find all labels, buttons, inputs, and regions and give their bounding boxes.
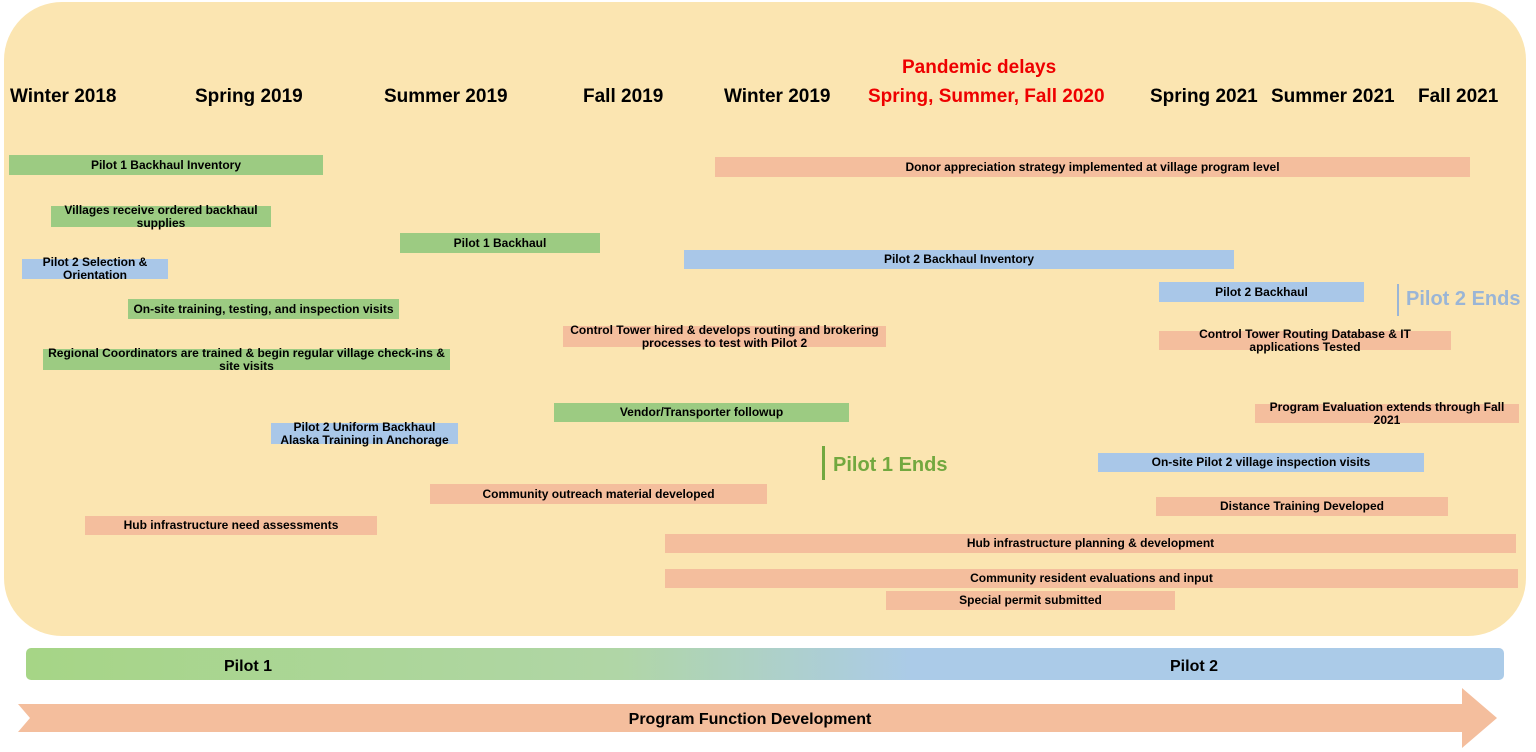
bar-community-outreach: Community outreach material developed — [430, 484, 767, 504]
bar-pilot2-selection: Pilot 2 Selection & Orientation — [22, 256, 168, 282]
bar-villages-receive-supplies: Villages receive ordered backhaul suppli… — [51, 203, 271, 229]
pilot2-ends-label: Pilot 2 Ends — [1406, 288, 1521, 310]
pilot1-ends-marker — [822, 446, 825, 480]
bar-pilot2-uniform-training: Pilot 2 Uniform Backhaul Alaska Training… — [271, 420, 458, 446]
bar-onsite-pilot2-inspection: On-site Pilot 2 village inspection visit… — [1098, 453, 1424, 472]
bar-hub-needs-assessment: Hub infrastructure need assessments — [85, 516, 377, 535]
bar-distance-training: Distance Training Developed — [1156, 497, 1448, 516]
season-summer-2019: Summer 2019 — [384, 86, 508, 107]
bar-program-evaluation: Program Evaluation extends through Fall … — [1255, 400, 1519, 426]
season-winter-2019: Winter 2019 — [724, 86, 831, 107]
pilot1-ends-label: Pilot 1 Ends — [833, 454, 948, 476]
pandemic-note: Pandemic delays — [902, 57, 1057, 78]
bar-donor-appreciation: Donor appreciation strategy implemented … — [715, 157, 1470, 177]
program-function-label: Program Function Development — [628, 711, 872, 728]
bar-pilot1-backhaul: Pilot 1 Backhaul — [400, 233, 600, 253]
pandemic-range: Spring, Summer, Fall 2020 — [868, 86, 1105, 107]
bar-vendor-followup: Vendor/Transporter followup — [554, 403, 849, 422]
season-spring-2021: Spring 2021 — [1150, 86, 1258, 107]
bar-onsite-training: On-site training, testing, and inspectio… — [128, 299, 399, 319]
bar-pilot2-backhaul-inventory: Pilot 2 Backhaul Inventory — [684, 250, 1234, 269]
bar-pilot1-backhaul-inventory: Pilot 1 Backhaul Inventory — [9, 155, 323, 175]
season-fall-2021: Fall 2021 — [1418, 86, 1499, 107]
pilot1-band-label: Pilot 1 — [224, 658, 273, 675]
bar-control-tower-db: Control Tower Routing Database & IT appl… — [1159, 327, 1451, 353]
bar-regional-coordinators: Regional Coordinators are trained & begi… — [43, 346, 450, 372]
season-summer-2021: Summer 2021 — [1271, 86, 1395, 107]
bar-control-tower-hired: Control Tower hired & develops routing a… — [563, 323, 886, 349]
pilot2-band-label: Pilot 2 — [1170, 658, 1219, 675]
season-fall-2019: Fall 2019 — [583, 86, 664, 107]
pilot-phase-band: Pilot 1 Pilot 2 — [26, 648, 1504, 680]
bar-community-evaluations: Community resident evaluations and input — [665, 569, 1518, 588]
season-winter-2018: Winter 2018 — [10, 86, 117, 107]
bar-hub-planning: Hub infrastructure planning & developmen… — [665, 534, 1516, 553]
pilot2-ends-marker — [1397, 284, 1399, 316]
season-spring-2019: Spring 2019 — [195, 86, 303, 107]
program-function-arrow — [18, 688, 1497, 748]
bar-pilot2-backhaul: Pilot 2 Backhaul — [1159, 282, 1364, 302]
bar-special-permit: Special permit submitted — [886, 591, 1175, 610]
